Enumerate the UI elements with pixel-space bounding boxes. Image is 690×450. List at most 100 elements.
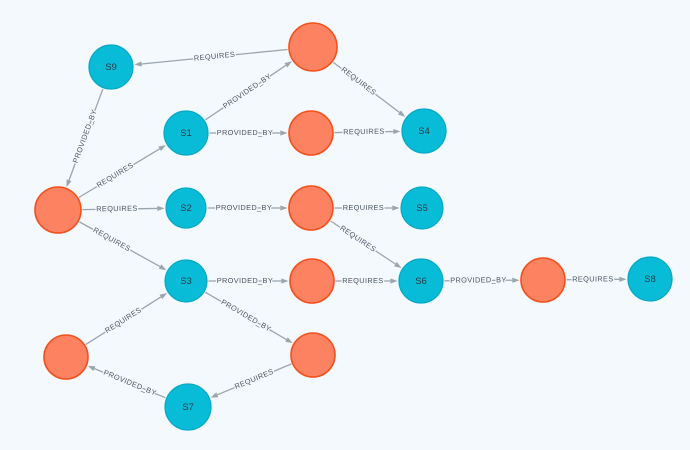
edge-label: REQUIRES (95, 161, 135, 190)
edge-line (205, 291, 287, 341)
graph-node-s6[interactable]: S6 (398, 258, 444, 304)
service-node-circle[interactable] (88, 44, 134, 90)
provider-node-circle[interactable] (290, 332, 336, 378)
edge-arrowhead (512, 277, 520, 283)
graph-node-s8[interactable]: S8 (627, 256, 673, 302)
node-label: S6 (415, 276, 427, 287)
edge-label: PROVIDED_BY (216, 203, 272, 212)
edge-label: REQUIRES (103, 305, 143, 335)
graph-node-provider-n_o3[interactable] (288, 185, 334, 231)
edge-label: PROVIDED_BY (71, 108, 99, 164)
provider-node-circle[interactable] (288, 110, 334, 156)
edge-line (82, 207, 158, 211)
edge-label: REQUIRES (343, 127, 385, 137)
edge-arrowhead (393, 128, 401, 135)
graph-node-provider-n_o6[interactable] (43, 334, 89, 380)
edge-arrowhead (397, 110, 406, 117)
graph-node-provider-n_o4[interactable] (289, 258, 335, 304)
edge-line (205, 64, 287, 121)
edge-label: REQUIRES (572, 274, 613, 283)
edge-arrowhead (134, 61, 142, 67)
edge-line (444, 279, 513, 282)
edge-label: REQUIRES (338, 223, 377, 253)
edge-label: PROVIDED_BY (450, 275, 506, 284)
edge-arrowhead (390, 278, 398, 284)
node-label: S1 (180, 128, 192, 139)
edge-arrowhead (619, 276, 627, 282)
edge-line (85, 296, 162, 345)
graph-node-s4[interactable]: S4 (401, 108, 447, 154)
edge-line (68, 88, 104, 181)
edge-arrowhead (210, 392, 219, 398)
edge-label: PROVIDED_BY (217, 276, 273, 285)
graph-node-s3[interactable]: S3 (164, 259, 208, 303)
graph-node-s9[interactable]: S9 (88, 44, 134, 90)
edge-line (217, 363, 292, 396)
edge-arrowhead (66, 179, 72, 188)
edge-label: REQUIRES (343, 203, 384, 212)
edge-label: PROVIDED_BY (221, 71, 273, 110)
edge-line (330, 220, 396, 265)
edge-line (334, 130, 394, 134)
graph-node-s7[interactable]: S7 (164, 383, 212, 431)
node-label: S4 (418, 126, 430, 137)
edge-arrowhead (158, 145, 166, 152)
graph-node-s2[interactable]: S2 (165, 187, 207, 229)
edge-arrowhead (284, 61, 292, 68)
graph-node-provider-n_o5[interactable] (520, 257, 566, 303)
edge-label: PROVIDED_BY (217, 128, 273, 137)
graph-node-provider-n_o1[interactable] (288, 22, 338, 72)
edge-line (94, 368, 166, 399)
edge-arrowhead (159, 293, 167, 300)
node-label: S5 (416, 203, 428, 214)
edge-label: REQUIRES (342, 276, 383, 285)
provider-node-circle[interactable] (43, 334, 89, 380)
graph-node-s5[interactable]: S5 (400, 186, 444, 230)
edge-label: REQUIRES (193, 50, 235, 63)
edge-arrowhead (280, 205, 288, 211)
edge-line (141, 48, 288, 65)
edge-arrowhead (285, 337, 293, 344)
edges-layer (66, 48, 627, 399)
edge-arrowhead (393, 261, 402, 269)
provider-node-circle[interactable] (34, 186, 82, 234)
edge-label: PROVIDED_BY (220, 297, 273, 333)
edge-label: REQUIRES (92, 225, 133, 253)
edge-line (79, 221, 161, 268)
edge-arrowhead (392, 205, 400, 211)
graph-node-provider-n_o7[interactable] (290, 332, 336, 378)
service-node-circle[interactable] (164, 383, 212, 431)
node-label: S9 (105, 62, 117, 73)
service-node-circle[interactable] (165, 187, 207, 229)
provider-node-circle[interactable] (520, 257, 566, 303)
service-node-circle[interactable] (163, 110, 209, 156)
edge-line (332, 61, 400, 113)
edge-label: REQUIRES (96, 204, 138, 214)
node-label: S7 (182, 402, 194, 413)
service-node-circle[interactable] (398, 258, 444, 304)
provider-node-circle[interactable] (288, 22, 338, 72)
graph-node-provider-n_root[interactable] (34, 186, 82, 234)
node-label: S8 (644, 274, 656, 285)
provider-node-circle[interactable] (288, 185, 334, 231)
service-node-circle[interactable] (164, 259, 208, 303)
provider-node-circle[interactable] (289, 258, 335, 304)
edge-arrowhead (157, 205, 165, 212)
node-label: S3 (180, 276, 192, 287)
edge-arrowhead (158, 264, 167, 271)
service-node-circle[interactable] (400, 186, 444, 230)
service-node-circle[interactable] (401, 108, 447, 154)
graph-node-s1[interactable]: S1 (163, 110, 209, 156)
edge-arrowhead (281, 278, 289, 284)
edge-label: REQUIRES (340, 65, 378, 97)
graph-node-provider-n_o2[interactable] (288, 110, 334, 156)
edge-arrowhead (280, 130, 288, 136)
node-label: S2 (180, 203, 192, 214)
edge-label: REQUIRES (233, 367, 275, 391)
service-node-circle[interactable] (627, 256, 673, 302)
edge-line (78, 148, 161, 198)
